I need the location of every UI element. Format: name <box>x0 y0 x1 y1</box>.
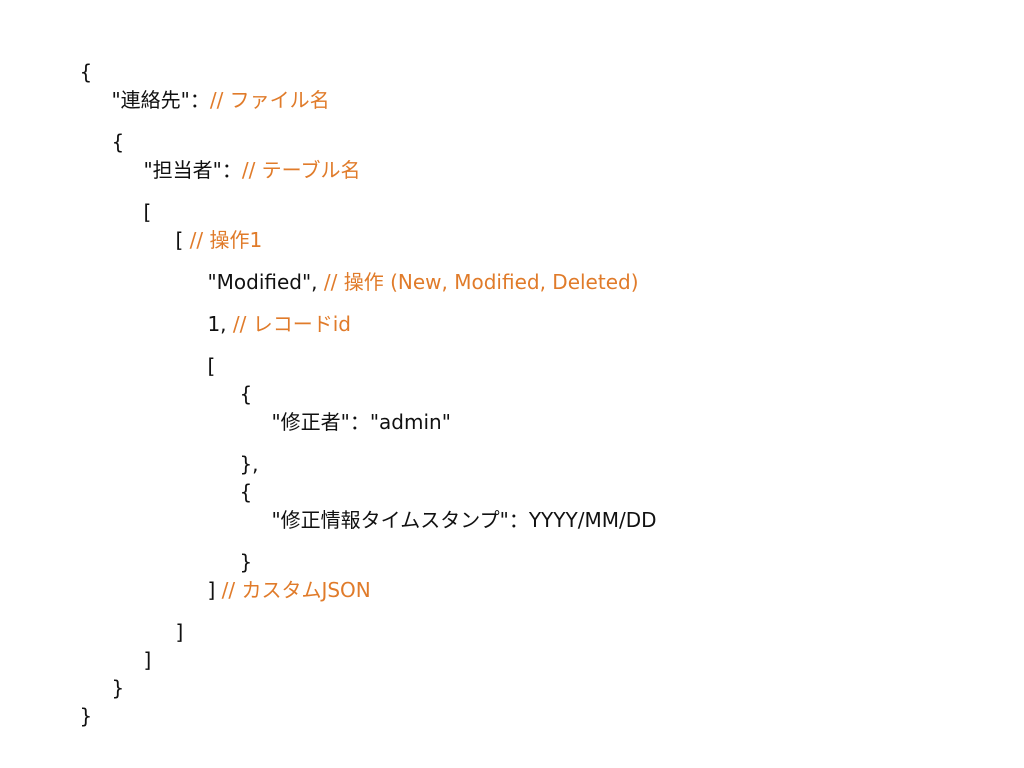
comment-text: // 操作 (New, Modified, Deleted) <box>323 270 639 294</box>
code-text: "修正情報タイムスタンプ"：YYYY/MM/DD <box>271 508 657 532</box>
code-text: [ <box>143 200 152 224</box>
close-brace-root: } <box>54 680 92 728</box>
operation-type-line: "Modified", // 操作 (New, Modified, Delete… <box>182 246 638 294</box>
operation-1-line: [ // 操作1 <box>150 204 262 252</box>
code-text: "連絡先"： <box>111 88 210 112</box>
code-text: "Modified", <box>207 270 324 294</box>
timestamp-line: "修正情報タイムスタンプ"：YYYY/MM/DD <box>246 484 656 532</box>
code-text: ] <box>143 648 152 672</box>
code-text: { <box>239 480 253 504</box>
open-brace-root: { <box>54 36 92 84</box>
modifier-line: "修正者"："admin" <box>246 386 450 434</box>
close-bracket-owner: ] <box>118 624 151 672</box>
key-owner-line: "担当者"：// テーブル名 <box>118 134 360 182</box>
comment-text: // テーブル名 <box>241 158 361 182</box>
code-text: ] <box>207 578 222 602</box>
code-text: "担当者"： <box>143 158 242 182</box>
comment-text: // レコードid <box>232 312 351 336</box>
open-bracket-owner: [ <box>118 176 151 224</box>
record-id-line: 1, // レコードid <box>182 288 351 336</box>
comment-text: // ファイル名 <box>209 88 330 112</box>
code-text: [ <box>207 354 216 378</box>
code-text: ] <box>175 620 184 644</box>
code-text: "修正者"："admin" <box>271 410 451 434</box>
key-contacts-line: "連絡先"：// ファイル名 <box>86 64 329 112</box>
code-text: }, <box>239 452 259 476</box>
open-brace-contacts: { <box>86 106 124 154</box>
code-text: } <box>79 704 93 728</box>
code-text: [ <box>175 228 190 252</box>
code-text: { <box>79 60 93 84</box>
close-brace-timestamp: } <box>214 526 252 574</box>
close-brace-modifier: }, <box>214 428 258 476</box>
comment-text: // カスタムJSON <box>221 578 371 602</box>
code-text: { <box>111 130 125 154</box>
open-brace-modifier: { <box>214 358 252 406</box>
code-text: } <box>239 550 253 574</box>
close-bracket-operation-1: ] <box>150 596 183 644</box>
close-brace-contacts: } <box>86 652 124 700</box>
custom-json-close-line: ] // カスタムJSON <box>182 554 370 602</box>
comment-text: // 操作1 <box>189 228 263 252</box>
code-text: } <box>111 676 125 700</box>
code-text: { <box>239 382 253 406</box>
code-text: 1, <box>207 312 233 336</box>
open-bracket-custom-json: [ <box>182 330 215 378</box>
open-brace-timestamp: { <box>214 456 252 504</box>
